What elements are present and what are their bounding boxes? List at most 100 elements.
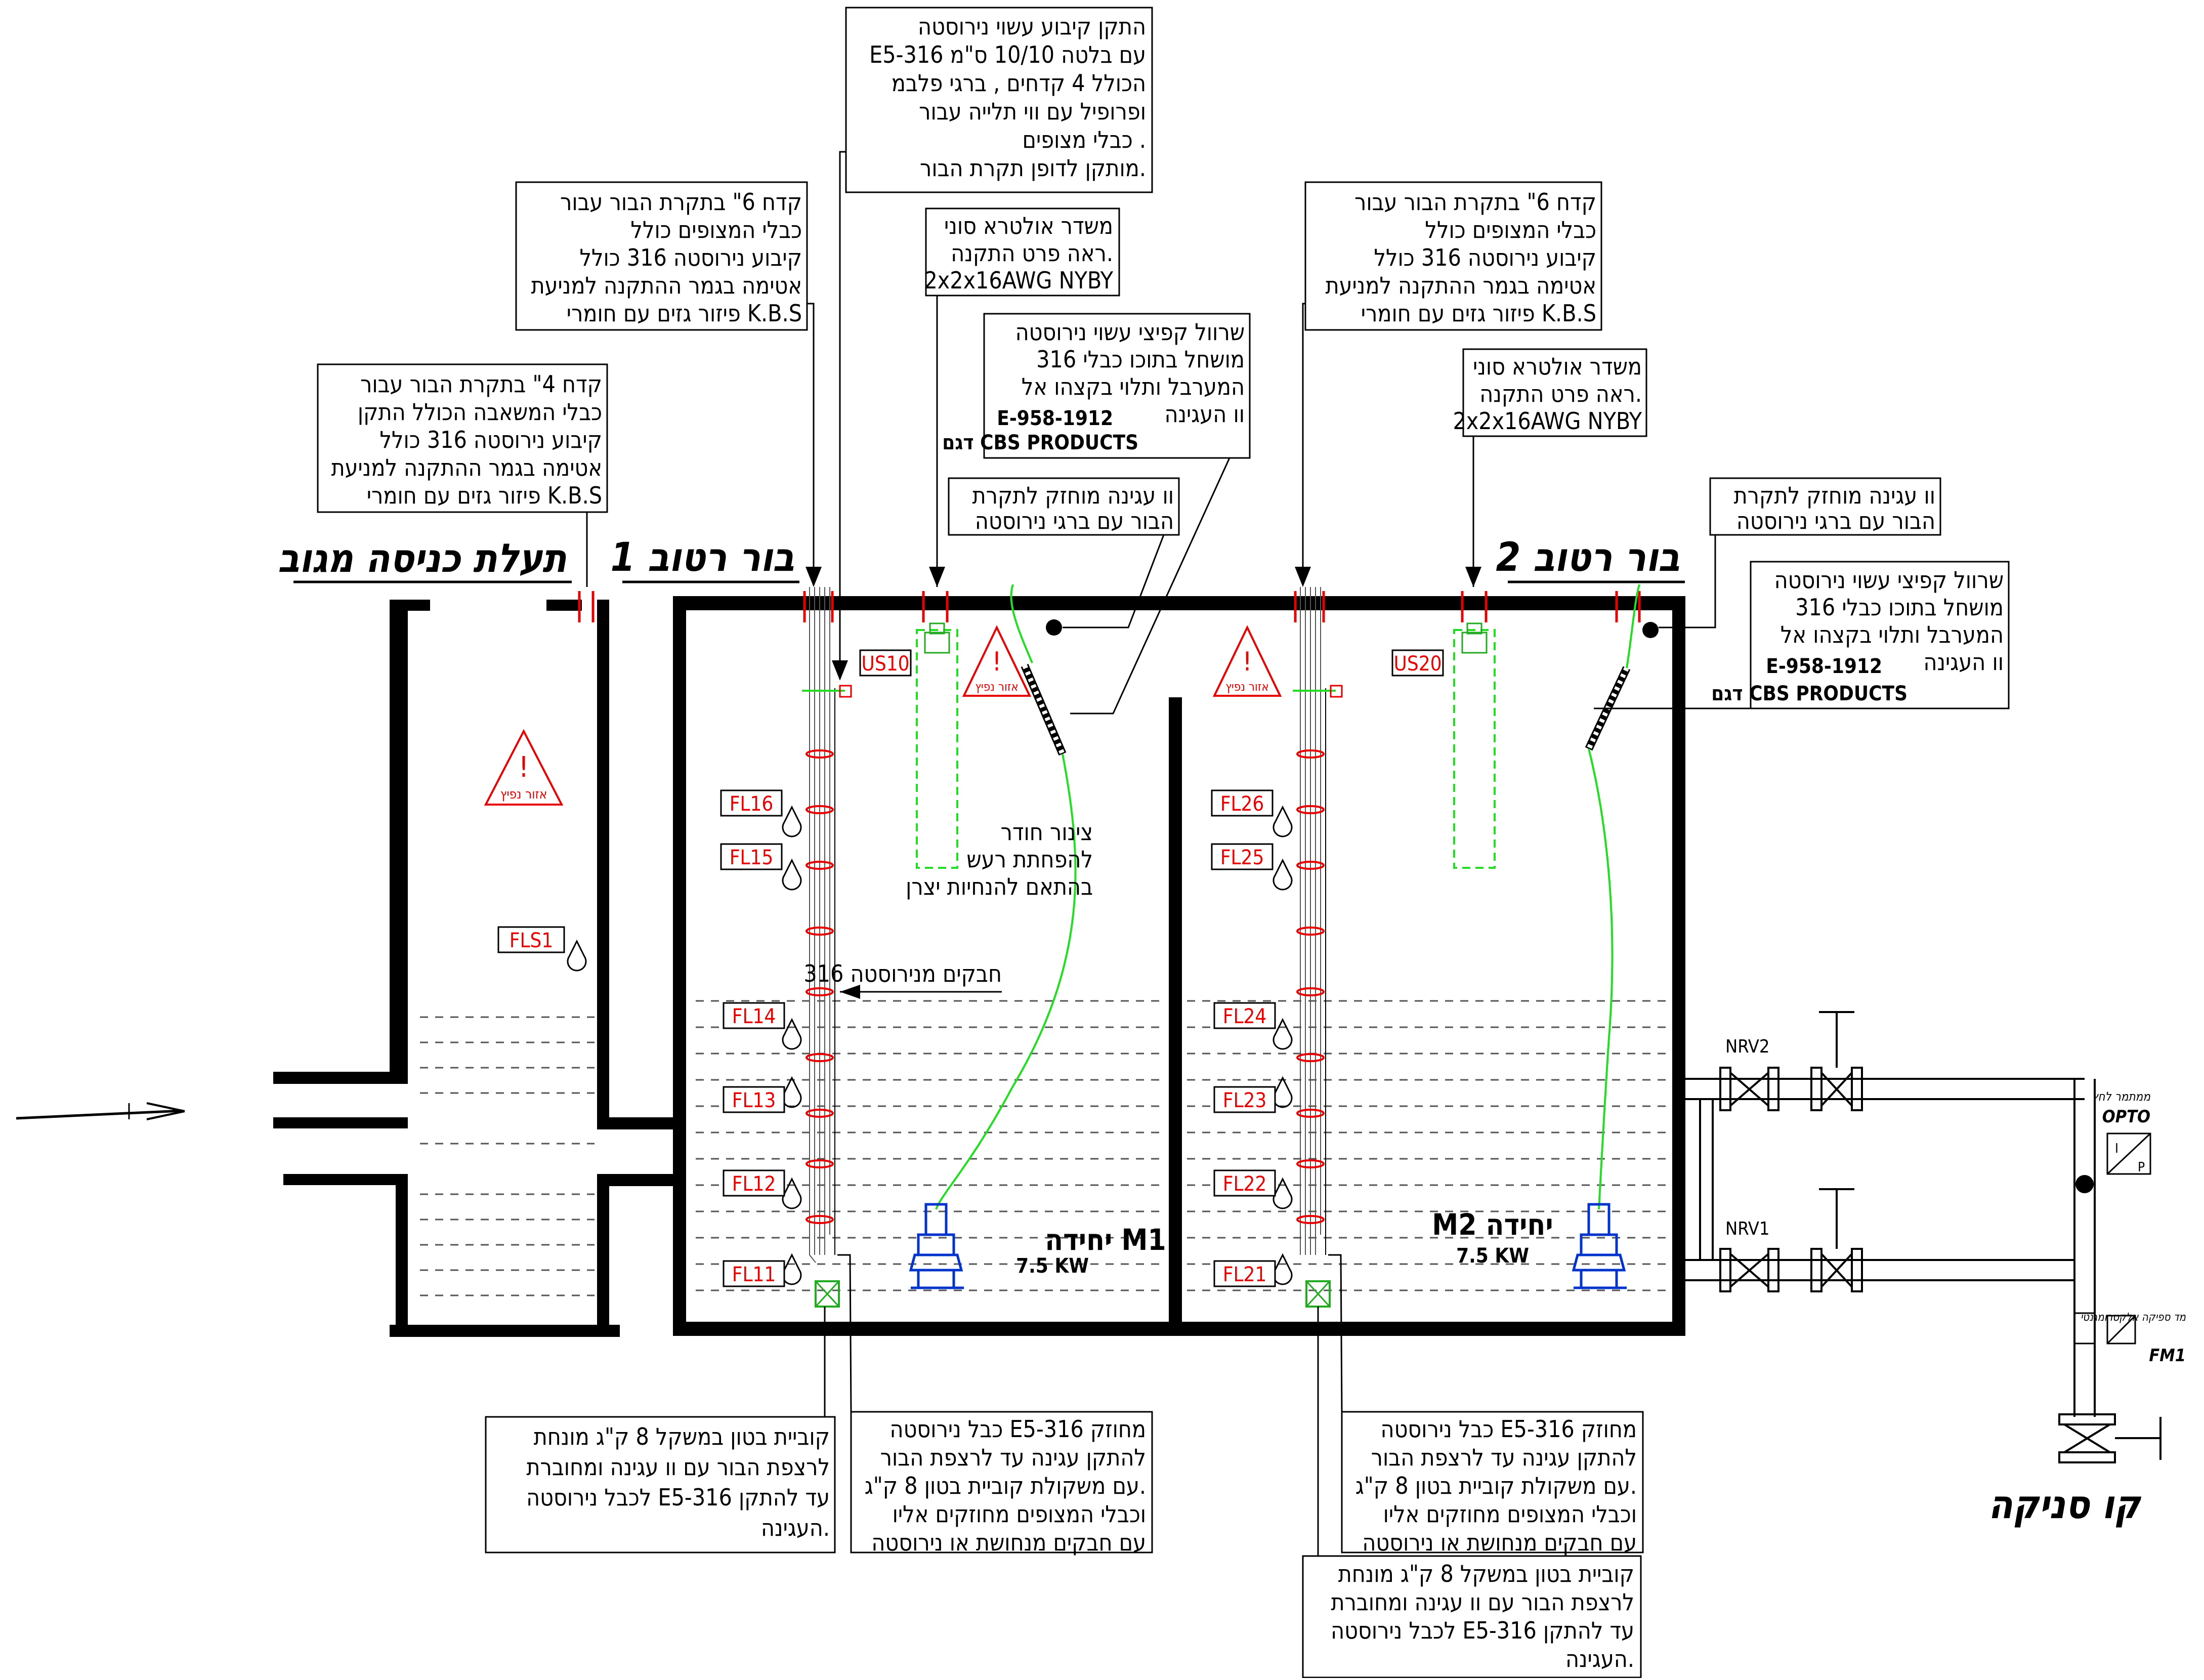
svg-text:I: I [2115, 1141, 2118, 1156]
discharge-piping [1685, 1078, 2096, 1417]
tag-fl22: FL22 [1223, 1172, 1267, 1196]
svg-text:הבור עם ברגי נירוסטה: הבור עם ברגי נירוסטה [1736, 507, 1935, 534]
svg-text:ופרופיל עם ווי תלייה עבור: ופרופיל עם ווי תלייה עבור [919, 98, 1146, 125]
note-box-anchor-hook-2: וו עגינה מוחזק לתקרת הבור עם ברגי נירוסט… [1659, 477, 1941, 628]
pump-m1-icon [909, 1203, 964, 1289]
roof-penetrations [578, 591, 1641, 622]
note-box-stainless-cable-1: כבל נירוסטה E5-316 מחוזק להתקן עגינה עד … [837, 1254, 1153, 1556]
svg-text:פיזור גזים עם חומרי K.B.S: פיזור גזים עם חומרי K.B.S [567, 300, 802, 327]
pressure-transmitter-label: OPTO [2102, 1107, 2150, 1127]
spring-sleeve-1 [935, 584, 1077, 1210]
float-switch-icons [567, 805, 1293, 1285]
note-box-4inch-pump-cable: קדח 4" בתקרת הבור עבור כבלי המשאבה הכולל… [317, 363, 608, 587]
concrete-weight-2 [1305, 1280, 1331, 1308]
pump-m2-power: 7.5 KW [1456, 1244, 1529, 1268]
svg-text:E-958-1912: E-958-1912 [997, 407, 1113, 430]
svg-text:וו עגינה מוחזק לתקרת: וו עגינה מוחזק לתקרת [1733, 482, 1935, 509]
svg-text:לרצפת הבור עם וו עגינה ומחוברת: לרצפת הבור עם וו עגינה ומחוברת [1331, 1588, 1634, 1616]
note-box-spring-sleeve-1: שרוול קפיצי עשוי נירוסטה 316 מושחל בתוכו… [942, 313, 1251, 715]
tag-us20: US20 [1394, 652, 1442, 676]
tag-fl12: FL12 [732, 1172, 776, 1196]
svg-text:וו העגינה: וו העגינה [1923, 648, 2004, 676]
tag-fl13: FL13 [732, 1089, 776, 1112]
svg-text:פיזור גזים עם חומרי K.B.S: פיזור גזים עם חומרי K.B.S [367, 482, 602, 509]
flowmeter-label: FM1 [2149, 1346, 2186, 1366]
svg-text:כבלי המצופים כולל: כבלי המצופים כולל [630, 216, 802, 243]
svg-text:קיבוע נירוסטה 316 כולל: קיבוע נירוסטה 316 כולל [379, 426, 602, 453]
tag-fl25: FL25 [1220, 846, 1264, 869]
note-box-6inch-float-cable-2: קדח 6" בתקרת הבור עבור כבלי המצופים כולל… [1295, 181, 1602, 587]
svg-text:עם משקולת קוביית בטון 8 ק"ג.: עם משקולת קוביית בטון 8 ק"ג. [1355, 1472, 1637, 1499]
tag-fl15: FL15 [730, 846, 774, 869]
hazard-warning-icon: ! אזור נפיץ [1212, 625, 1282, 697]
note-box-ultrasonic-1: משדר אולטרא סוני ראה פרט התקנה. 2x2x16AW… [924, 207, 1120, 587]
svg-text:אזור נפיץ: אזור נפיץ [500, 787, 547, 802]
label-nrv2: NRV2 [1725, 1036, 1770, 1057]
svg-text:משדר אולטרא סוני: משדר אולטרא סוני [1473, 353, 1642, 380]
inlet-flow-arrow-icon [16, 1102, 185, 1120]
svg-text:!: ! [519, 751, 529, 784]
valve-labels: NRV2 NRV1 [1725, 1036, 1770, 1239]
tag-fl26: FL26 [1220, 792, 1264, 816]
svg-text:קדח 6" בתקרת הבור עבור: קדח 6" בתקרת הבור עבור [1354, 188, 1596, 216]
flowmeter-caption: מד ספיקה אלקטרומגנטי [2081, 1311, 2186, 1324]
gate-valve-discharge-icon [2058, 1413, 2161, 1463]
pressure-transmitter-caption: ממתמר לחץ [2092, 1089, 2151, 1104]
svg-text:המערבל ותלוי בקצהו אל: המערבל ותלוי בקצהו אל [1022, 373, 1245, 400]
svg-text:כבלי מצופים .: כבלי מצופים . [1023, 126, 1147, 153]
svg-text:להתקן עגינה עד לרצפת הבור: להתקן עגינה עד לרצפת הבור [1371, 1444, 1637, 1471]
svg-text:אטימה בגמר ההתקנה למניעת: אטימה בגמר ההתקנה למניעת [331, 454, 602, 481]
ultrasonic-sensor-1 [916, 622, 958, 869]
tag-fl23: FL23 [1223, 1089, 1267, 1112]
svg-text:316 מושחל בתוכו כבלי: 316 מושחל בתוכו כבלי [1795, 594, 2004, 621]
svg-text:וכבלי המצופים מחוזקים אליו: וכבלי המצופים מחוזקים אליו [893, 1500, 1146, 1528]
hazard-warning-icon: ! אזור נפיץ [962, 625, 1032, 697]
svg-text:בהתאם להנחיות יצרן: בהתאם להנחיות יצרן [906, 873, 1093, 900]
svg-text:פיזור גזים עם חומרי K.B.S: פיזור גזים עם חומרי K.B.S [1361, 300, 1596, 327]
svg-text:כבל נירוסטה E5-316 מחוזק: כבל נירוסטה E5-316 מחוזק [1381, 1415, 1637, 1443]
svg-text:!: ! [992, 647, 1002, 677]
tag-fl16: FL16 [730, 792, 774, 816]
svg-text:הבור עם ברגי נירוסטה: הבור עם ברגי נירוסטה [975, 507, 1174, 534]
pump-m2-label: M2 יחידה [1432, 1207, 1553, 1242]
svg-text:כבלי המשאבה הכולל התקן: כבלי המשאבה הכולל התקן [358, 398, 602, 426]
instrument-tags: FLS1 FL16 FL15 FL14 FL13 FL12 FL11 FL26 … [497, 649, 1444, 1287]
svg-text:עם חבקים מנחושת או נירוסטה: עם חבקים מנחושת או נירוסטה [1362, 1529, 1637, 1556]
svg-text:להתקן עגינה עד לרצפת הבור: להתקן עגינה עד לרצפת הבור [880, 1444, 1146, 1471]
svg-text:אטימה בגמר ההתקנה למניעת: אטימה בגמר ההתקנה למניעת [531, 272, 802, 299]
svg-text:!: ! [1243, 647, 1252, 677]
svg-text:קדח 4" בתקרת הבור עבור: קדח 4" בתקרת הבור עבור [360, 370, 602, 398]
svg-text:אזור נפיץ: אזור נפיץ [975, 680, 1018, 694]
svg-text:העגינה.: העגינה. [1565, 1645, 1634, 1672]
svg-text:שרוול קפיצי עשוי נירוסטה: שרוול קפיצי עשוי נירוסטה [1015, 318, 1245, 346]
label-nrv1: NRV1 [1725, 1219, 1770, 1239]
tag-us10: US10 [862, 652, 910, 676]
svg-text:הכולל 4 קדחים , ברגי פלבמ: הכולל 4 קדחים , ברגי פלבמ [892, 69, 1146, 97]
ultrasonic-sensor-2 [1453, 622, 1496, 869]
tag-fls1: FLS1 [510, 929, 553, 952]
float-cable-bundle-2 [1300, 587, 1321, 1255]
svg-text:עם משקולת קוביית בטון 8 ק"ג.: עם משקולת קוביית בטון 8 ק"ג. [865, 1472, 1146, 1499]
svg-text:דגם CBS PRODUCTS: דגם CBS PRODUCTS [1711, 682, 1908, 705]
title-wet-well-1: בור רטוב 1 [610, 535, 794, 580]
svg-text:אטימה בגמר ההתקנה למניעת: אטימה בגמר ההתקנה למניעת [1325, 272, 1596, 299]
svg-text:2x2x16AWG NYBY: 2x2x16AWG NYBY [1453, 407, 1642, 435]
svg-text:ראה פרט התקנה.: ראה פרט התקנה. [1479, 380, 1642, 407]
tag-fl11: FL11 [732, 1263, 776, 1286]
note-box-6inch-float-cable-1: קדח 6" בתקרת הבור עבור כבלי המצופים כולל… [515, 181, 822, 587]
svg-text:עם חבקים מנחושת או נירוסטה: עם חבקים מנחושת או נירוסטה [871, 1529, 1146, 1556]
pump-m1-label: יחידה M1 [1045, 1223, 1166, 1257]
svg-text:כבל נירוסטה E5-316 מחוזק: כבל נירוסטה E5-316 מחוזק [890, 1415, 1146, 1443]
tag-fl24: FL24 [1223, 1005, 1267, 1028]
note-box-concrete-weight-1: קוביית בטון במשקל 8 ק"ג מונחת לרצפת הבור… [485, 1307, 836, 1553]
svg-text:קיבוע נירוסטה 316 כולל: קיבוע נירוסטה 316 כולל [579, 244, 802, 271]
svg-text:קוביית בטון במשקל 8 ק"ג מונחת: קוביית בטון במשקל 8 ק"ג מונחת [1338, 1560, 1634, 1587]
svg-text:התקן קיבוע עשוי נירוסטה: התקן קיבוע עשוי נירוסטה [918, 13, 1146, 40]
flowmeter-icon: מד ספיקה אלקטרומגנטי FM1 [2073, 1311, 2186, 1366]
note-box-concrete-weight-2: קוביית בטון במשקל 8 ק"ג מונחת לרצפת הבור… [1302, 1307, 1642, 1678]
note-box-stainless-cable-2: כבל נירוסטה E5-316 מחוזק להתקן עגינה עד … [1328, 1254, 1644, 1556]
svg-text:E-958-1912: E-958-1912 [1766, 655, 1882, 678]
svg-text:המערבל ותלוי בקצהו אל: המערבל ותלוי בקצהו אל [1781, 621, 2004, 648]
structure-walls [273, 596, 1685, 1337]
